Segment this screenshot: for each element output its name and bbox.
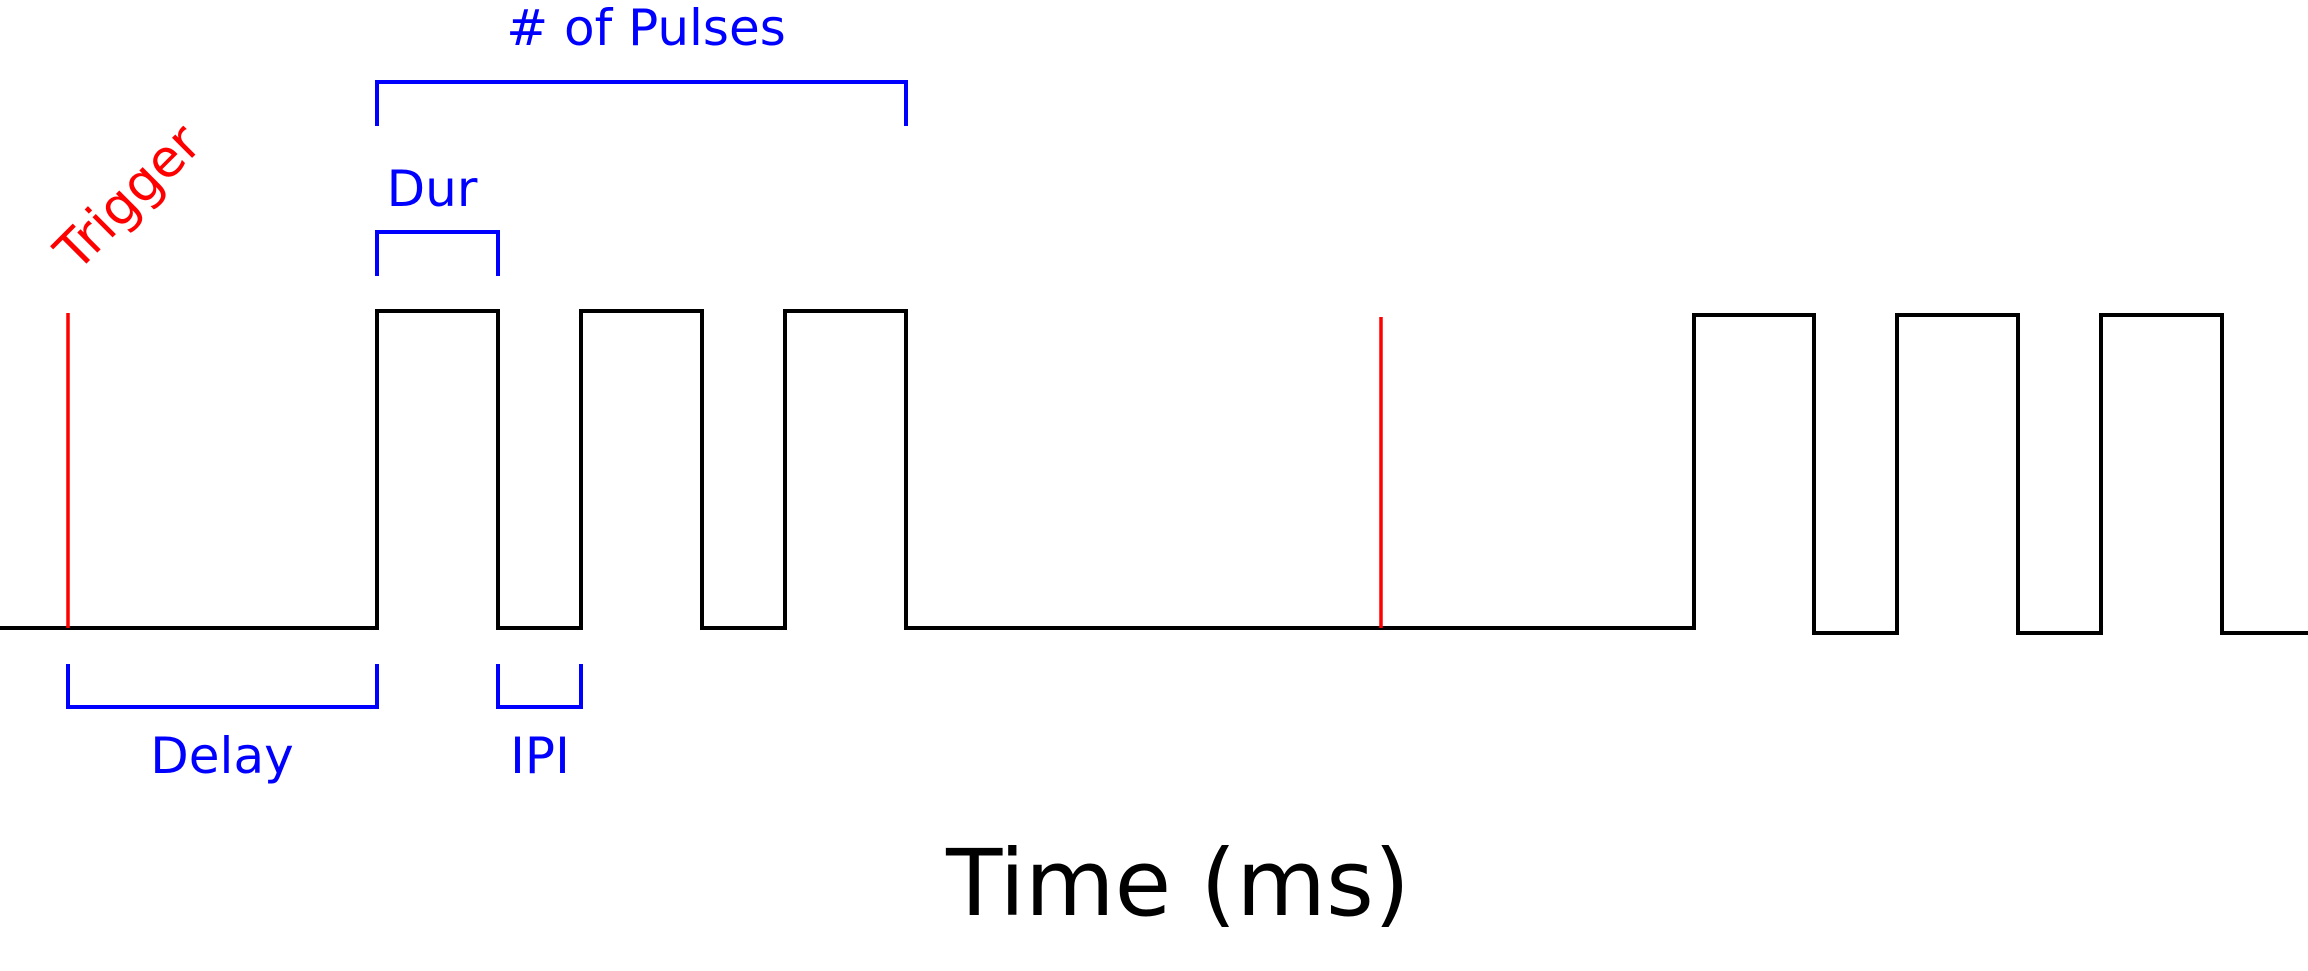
x-axis-title: Time (ms) [945, 830, 1410, 937]
pulse-train-1-waveform [0, 309, 988, 630]
ipi-label: IPI [510, 727, 570, 785]
pulses-label: # of Pulses [506, 0, 786, 57]
trigger-label: Trigger [43, 113, 213, 283]
pulse-train-2-waveform [988, 313, 2308, 635]
duration-label: Dur [387, 160, 478, 218]
delay-bracket [66, 664, 379, 709]
ipi-bracket [496, 664, 583, 709]
pulses-bracket [375, 80, 908, 126]
delay-label: Delay [150, 727, 293, 785]
duration-bracket [375, 230, 500, 276]
